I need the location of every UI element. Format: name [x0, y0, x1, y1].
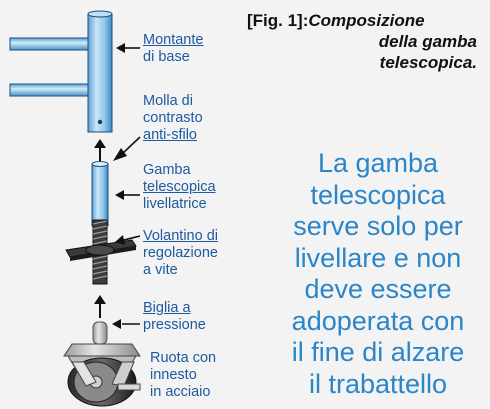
label-molla-line-2: contrasto: [143, 110, 203, 126]
label-ruota-line-2: innesto: [150, 367, 197, 383]
figure-caption: [Fig. 1]:Composizione della gamba telesc…: [247, 10, 483, 73]
note-line-7: il fine di alzare: [291, 337, 465, 367]
warning-note: La gamba telescopica serve solo per live…: [272, 148, 484, 400]
note-line-6: adoperata con: [291, 305, 465, 336]
caption-line-3: telescopica.: [379, 53, 477, 72]
label-gamba-line-3: livellatrice: [143, 196, 207, 212]
label-volantino-line-1: Volantino di: [143, 228, 218, 244]
caster-wheel: [63, 321, 141, 407]
caption-line-2: della gamba: [378, 32, 477, 51]
label-ruota-line-3: in acciaio: [150, 384, 211, 400]
handwheel: [65, 239, 137, 261]
label-volantino-line-3: a vite: [143, 262, 178, 278]
note-line-8: il trabattello: [308, 368, 448, 399]
note-line-4: livellare e non: [294, 242, 462, 273]
note-line-3: serve solo per: [293, 211, 463, 241]
label-biglia: Biglia a pressione: [143, 300, 206, 334]
label-molla-line-1: Molla di: [143, 93, 193, 109]
label-volantino: Volantino di regolazione a vite: [143, 228, 218, 279]
note-line-1: La gamba: [317, 148, 439, 178]
label-ruota-line-1: Ruota con: [150, 350, 217, 366]
label-gamba-line-2: telescopica: [143, 179, 216, 195]
label-montante-line-1: Montante: [143, 32, 204, 48]
arrow-up-icon-2: [94, 295, 106, 318]
arrow-up-icon: [94, 139, 106, 162]
label-biglia-line-2: pressione: [143, 317, 206, 333]
label-gamba-line-1: Gamba: [143, 162, 191, 178]
telescopic-leg: [91, 161, 109, 285]
label-montante: Montante di base: [143, 32, 203, 66]
label-molla: Molla di contrasto anti-sfilo: [143, 93, 203, 144]
note-line-2: telescopica: [310, 179, 446, 210]
label-montante-line-2: di base: [143, 49, 190, 65]
caption-line-1: Composizione: [308, 11, 425, 30]
label-gamba: Gamba telescopica livellatrice: [143, 162, 216, 213]
label-biglia-line-1: Biglia a: [143, 300, 191, 316]
note-line-5: deve essere: [304, 274, 452, 304]
label-molla-line-3: anti-sfilo: [143, 127, 197, 143]
figure-reference: [Fig. 1]:: [247, 11, 309, 30]
base-upright: [9, 10, 113, 133]
pointer-arrows: [112, 43, 141, 329]
label-volantino-line-2: regolazione: [143, 245, 218, 261]
label-ruota: Ruota con innesto in acciaio: [150, 350, 216, 401]
